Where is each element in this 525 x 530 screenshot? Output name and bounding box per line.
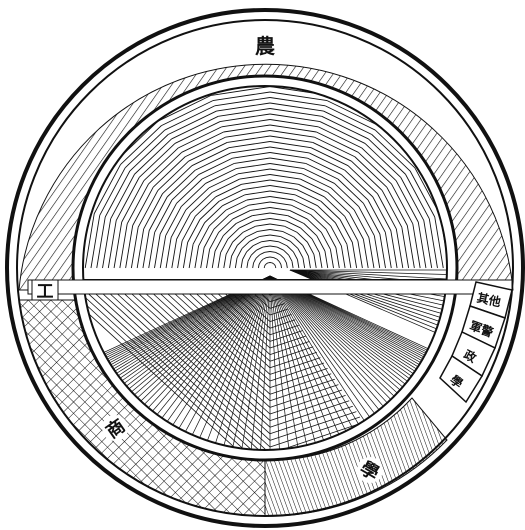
upper-hatch-line bbox=[266, 257, 270, 258]
label-left: 工 bbox=[37, 282, 54, 302]
upper-hatch-line bbox=[281, 265, 282, 268]
upper-hatch-line bbox=[258, 265, 259, 268]
label-top: 農 bbox=[255, 34, 275, 58]
upper-hatch-line bbox=[270, 257, 274, 258]
divider-band bbox=[28, 280, 512, 294]
